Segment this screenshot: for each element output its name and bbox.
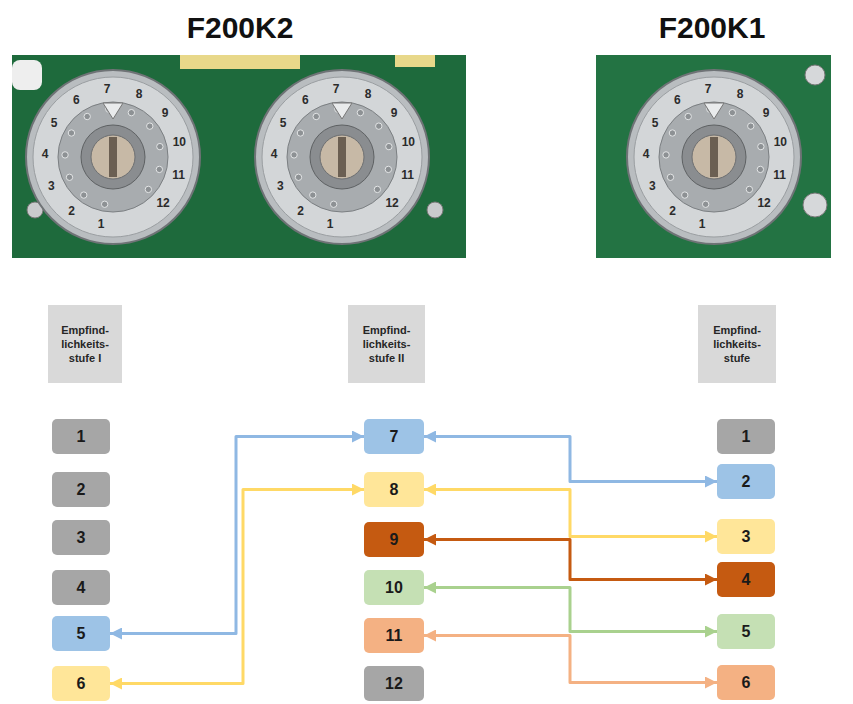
solder-pad	[805, 65, 825, 85]
level-number: 5	[742, 623, 751, 641]
level-number: 4	[742, 571, 751, 589]
level-header: Empfind- lichkeits- stufe II	[348, 305, 425, 383]
level-box: 7	[364, 419, 424, 454]
solder-pad	[803, 193, 827, 217]
level-box: 10	[364, 570, 424, 605]
dial-number: 2	[669, 204, 676, 218]
level-number: 11	[386, 627, 403, 645]
level-box: 6	[717, 665, 775, 700]
dial-number: 5	[51, 116, 58, 130]
dial-number: 10	[402, 135, 415, 149]
connector-arrow	[110, 437, 364, 634]
dial-number: 11	[172, 168, 185, 182]
dial-number: 12	[385, 196, 398, 210]
dial-number: 11	[773, 168, 786, 182]
level-box: 5	[717, 614, 775, 649]
connector-arrow	[110, 490, 364, 684]
header-text: Empfind- lichkeits- stufe	[703, 323, 771, 366]
dial-number: 7	[333, 82, 340, 96]
dial-number: 1	[699, 217, 706, 231]
level-box: 3	[52, 520, 110, 555]
level-number: 2	[742, 473, 751, 491]
switch-title: F200K1	[659, 11, 766, 45]
dial-number: 11	[401, 168, 414, 182]
dial-number: 3	[649, 179, 656, 193]
level-number: 2	[77, 481, 86, 499]
level-number: 10	[385, 579, 403, 597]
solder-pad	[427, 202, 443, 218]
dial-number: 6	[302, 93, 309, 107]
dial-number: 5	[652, 116, 659, 130]
dial-number: 9	[391, 106, 398, 120]
level-number: 12	[385, 675, 403, 693]
dial-number: 10	[173, 135, 186, 149]
level-box: 11	[364, 618, 424, 653]
level-number: 6	[742, 674, 751, 692]
level-box: 2	[52, 472, 110, 507]
dial-number: 7	[705, 82, 712, 96]
component	[180, 55, 300, 69]
rotary-switch	[255, 70, 429, 244]
connector-arrow	[424, 490, 717, 537]
circuit-board	[12, 55, 466, 258]
circuit-board	[596, 55, 831, 258]
connector-arrow	[424, 588, 717, 632]
level-box: 6	[52, 666, 110, 701]
dial-number: 2	[297, 204, 304, 218]
level-number: 9	[390, 531, 399, 549]
level-number: 3	[742, 528, 751, 546]
rotary-switch	[26, 70, 200, 244]
level-box: 5	[52, 616, 110, 651]
dial-number: 4	[271, 147, 278, 161]
level-header: Empfind- lichkeits- stufe I	[48, 305, 122, 383]
switch-title: F200K2	[187, 11, 294, 45]
level-box: 1	[717, 419, 775, 454]
dial-number: 12	[757, 196, 770, 210]
dial-number: 10	[774, 135, 787, 149]
level-number: 8	[390, 481, 399, 499]
connector-arrow	[424, 636, 717, 683]
dial-number: 9	[763, 106, 770, 120]
header-text: Empfind- lichkeits- stufe I	[53, 323, 117, 366]
dial-number: 12	[156, 196, 169, 210]
level-box: 2	[717, 464, 775, 499]
level-box: 12	[364, 666, 424, 701]
dial-number: 4	[643, 147, 650, 161]
dial-number: 8	[365, 87, 372, 101]
level-number: 1	[742, 428, 751, 446]
dial-number: 4	[42, 147, 49, 161]
level-number: 3	[77, 529, 86, 547]
dial-number: 6	[73, 93, 80, 107]
level-number: 6	[77, 675, 86, 693]
dial-number: 7	[104, 82, 111, 96]
dial-number: 9	[162, 106, 169, 120]
dial-number: 3	[48, 179, 55, 193]
dial-number: 5	[280, 116, 287, 130]
level-number: 5	[77, 625, 86, 643]
rotary-switch	[627, 70, 801, 244]
connector-arrow	[424, 540, 717, 580]
component	[395, 55, 435, 67]
dial-number: 6	[674, 93, 681, 107]
header-text: Empfind- lichkeits- stufe II	[353, 323, 420, 366]
level-box: 9	[364, 522, 424, 557]
level-box: 3	[717, 519, 775, 554]
dial-number: 8	[737, 87, 744, 101]
level-number: 4	[77, 579, 86, 597]
level-box: 4	[717, 562, 775, 597]
dial-number: 2	[68, 204, 75, 218]
component	[12, 60, 42, 90]
dial-number: 1	[327, 217, 334, 231]
dial-number: 3	[277, 179, 284, 193]
level-box: 4	[52, 570, 110, 605]
connector-arrow	[424, 437, 717, 482]
level-number: 1	[77, 428, 86, 446]
level-box: 1	[52, 419, 110, 454]
dial-number: 1	[98, 217, 105, 231]
level-box: 8	[364, 472, 424, 507]
level-header: Empfind- lichkeits- stufe	[698, 305, 776, 383]
level-number: 7	[390, 428, 399, 446]
dial-number: 8	[136, 87, 143, 101]
